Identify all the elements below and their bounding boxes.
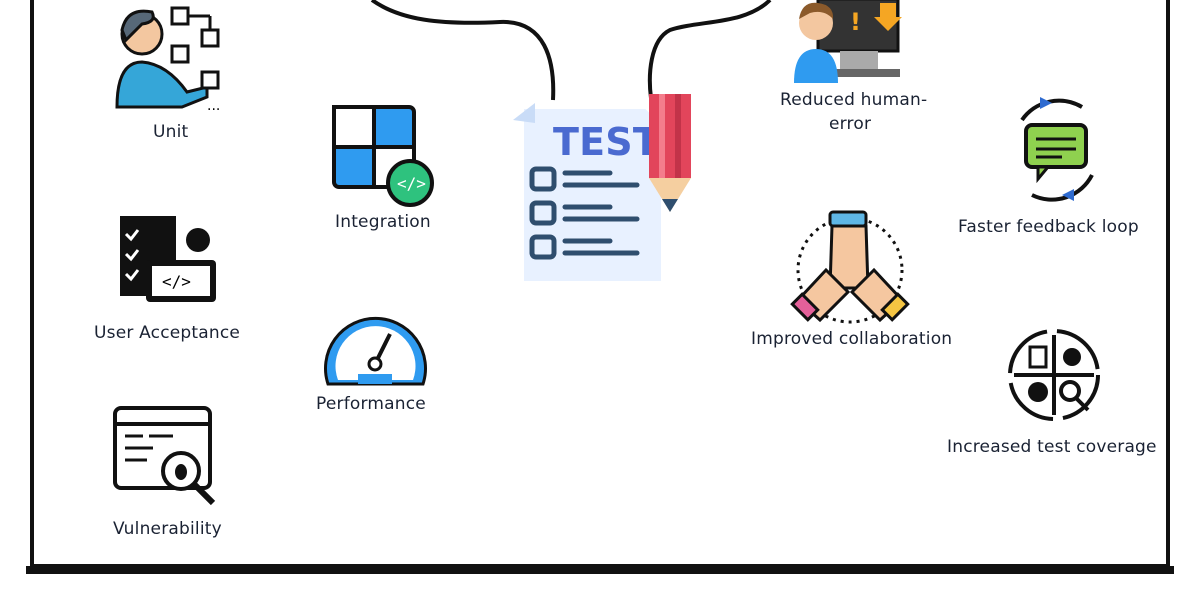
collaboration-hands-icon: [790, 210, 910, 324]
test-coverage-label: Increased test coverage: [947, 437, 1157, 457]
vulnerability-label: Vulnerability: [113, 519, 222, 539]
svg-text:</>: </>: [162, 272, 191, 291]
svg-text:...: ...: [207, 98, 220, 114]
integration-puzzle-icon: </>: [332, 105, 434, 207]
user-acceptance-icon: </>: [120, 216, 216, 302]
reduced-error-label-line2: error: [829, 114, 872, 134]
unit-developer-icon: ...: [115, 6, 220, 114]
unit-label: Unit: [153, 122, 189, 142]
test-title: TEST: [553, 120, 659, 164]
reduced-error-icon: !: [794, 0, 902, 83]
test-coverage-icon: [1008, 329, 1100, 421]
test-sheet-icon: [513, 103, 661, 281]
svg-text:!: !: [850, 8, 861, 36]
feedback-loop-icon: [1020, 97, 1094, 202]
pencil-icon: [649, 94, 691, 212]
user-acceptance-label: User Acceptance: [94, 323, 241, 343]
integration-label: Integration: [335, 212, 431, 232]
performance-gauge-icon: [324, 316, 427, 386]
frame-bottom-border: [26, 566, 1174, 574]
performance-label: Performance: [316, 394, 426, 414]
reduced-error-label-line1: Reduced human-: [780, 90, 928, 110]
collaboration-label: Improved collaboration: [751, 329, 953, 349]
vulnerability-bug-icon: [113, 406, 216, 506]
faster-feedback-label: Faster feedback loop: [958, 217, 1139, 237]
svg-text:</>: </>: [397, 174, 426, 193]
